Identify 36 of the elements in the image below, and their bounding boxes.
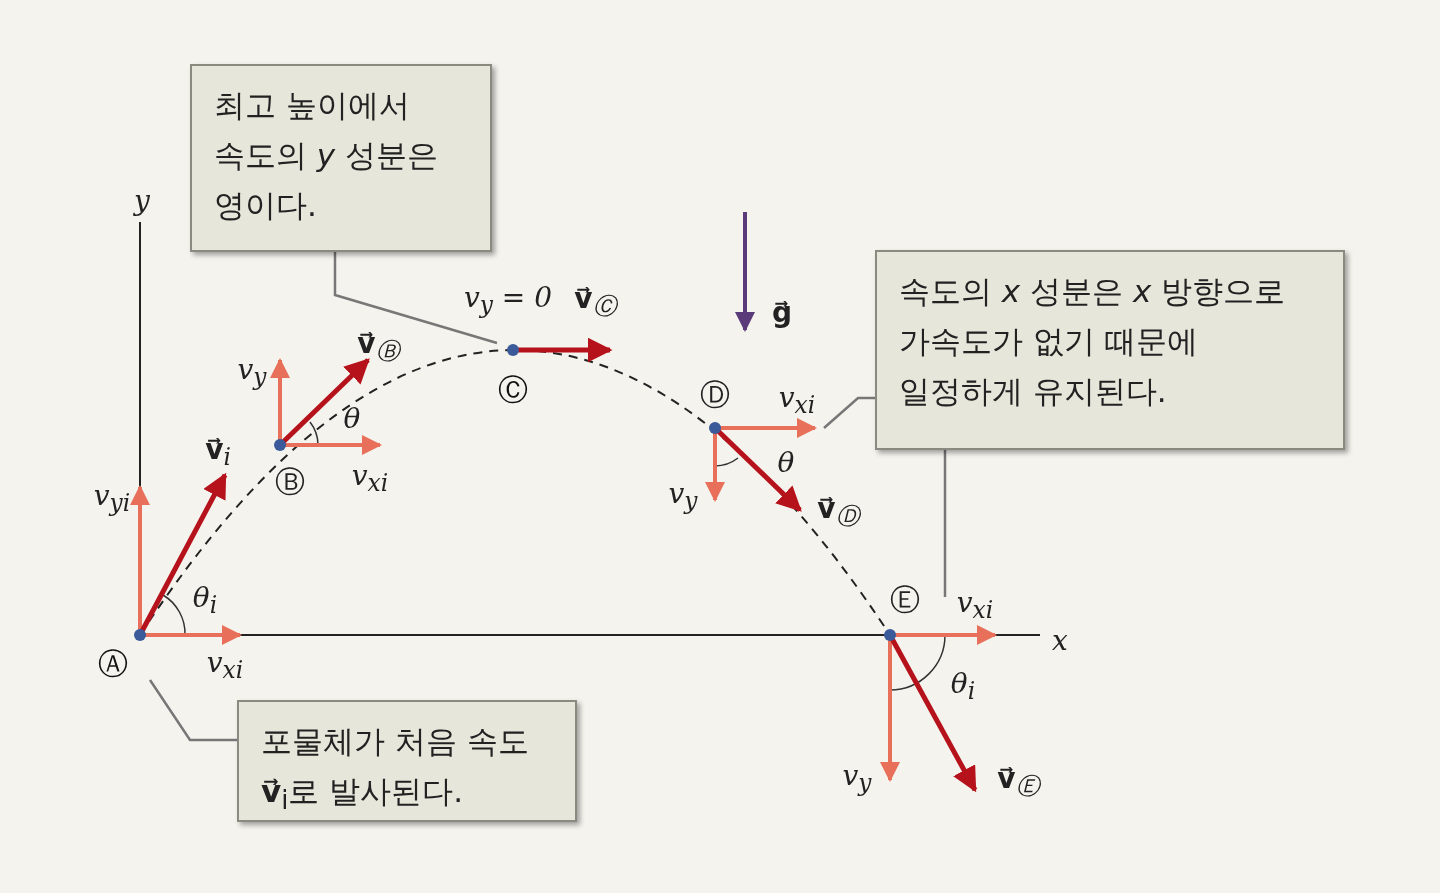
vector-label: θ (343, 401, 361, 435)
vector-label: v$_{y}$ = 0 (463, 280, 553, 320)
callout-text: 속도의 x 성분은 x 방향으로 가속도가 없기 때문에 일정하게 유지된다. (899, 272, 1287, 411)
vector-label: v$_{y}$ (237, 352, 267, 392)
vector-label: v$_{yi}$ (93, 478, 131, 518)
vector-label: v$_{y}$ (842, 758, 872, 798)
vector-label: v⃗$_{Ⓒ}$ (574, 281, 616, 323)
leader-line (943, 450, 947, 597)
vector-label: θ (777, 445, 795, 479)
vector-label: v⃗$_{Ⓑ}$ (357, 326, 399, 368)
vector-label: v$_{xi}$ (351, 458, 389, 498)
vector-label: θ$_{i}$ (950, 666, 976, 706)
callout-text: 최고 높이에서 속도의 y 성분은 영이다. (214, 86, 440, 225)
callout-box (190, 64, 492, 252)
vector-label: v$_{xi}$ (956, 585, 994, 625)
vector-label: v$_{xi}$ (778, 380, 816, 420)
vector-label: v⃗$_{Ⓓ}$ (817, 491, 859, 533)
point-label: Ⓐ (98, 649, 128, 679)
vector-label: v⃗$_{Ⓔ}$ (997, 761, 1039, 803)
callout-text: 포물체가 처음 속도 v⃗$_{i}$로 발사된다. (261, 722, 530, 818)
vector-label: g⃗ (772, 295, 792, 329)
callout-box (237, 700, 577, 822)
vector-label: v$_{xi}$ (206, 645, 244, 685)
point-label: Ⓓ (700, 375, 730, 414)
point-label: Ⓑ (275, 462, 305, 501)
leader-line (333, 252, 498, 345)
vector-label: θ$_{i}$ (192, 580, 218, 620)
vector-label: x (1052, 623, 1068, 657)
vector-label: v$_{y}$ (668, 476, 698, 516)
callout-box (875, 250, 1345, 450)
vector-label: y (134, 183, 150, 217)
point-label: Ⓒ (498, 375, 528, 405)
vector-label: v⃗$_{i}$ (205, 432, 231, 472)
leader-line (148, 679, 237, 742)
point-label: Ⓔ (890, 580, 920, 619)
leader-line (823, 396, 875, 429)
